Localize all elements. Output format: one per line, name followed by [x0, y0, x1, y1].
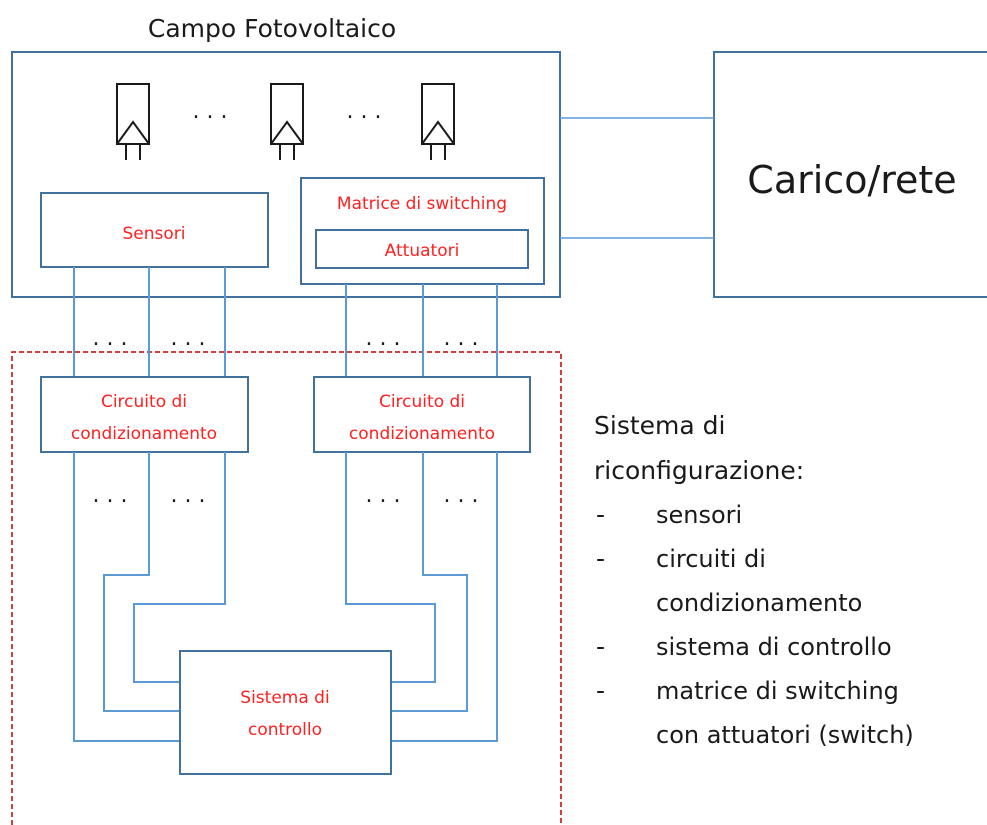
wire-ellipsis: . . .	[366, 483, 401, 508]
control-wires-right	[345, 452, 498, 742]
control-wires-left	[73, 452, 226, 742]
legend-bullet: -	[596, 676, 605, 705]
legend-bullet: -	[596, 500, 605, 529]
legend-item: con attuatori (switch)	[656, 721, 914, 749]
legend-title-line1: Sistema di	[594, 411, 725, 440]
control-label-line1: Sistema di	[240, 688, 329, 708]
legend-bullet: -	[596, 544, 605, 573]
pv-field-box	[11, 51, 561, 298]
diagram-title: Campo Fotovoltaico	[148, 14, 396, 43]
wire-ellipsis: . . .	[366, 326, 401, 351]
switching-matrix-label: Matrice di switching	[337, 194, 507, 214]
sensor-wires	[73, 267, 226, 377]
wire-ellipsis: . . .	[171, 483, 206, 508]
pv-panel-icon	[116, 83, 150, 160]
legend-item: condizionamento	[656, 589, 862, 617]
legend-item: sistema di controllo	[656, 633, 892, 661]
conditioning-label-line2: condizionamento	[349, 424, 495, 444]
load-grid-box	[713, 51, 987, 298]
legend-item: matrice di switching	[656, 677, 899, 705]
wire-ellipsis: . . .	[93, 483, 128, 508]
legend-item: circuiti di	[656, 545, 766, 573]
legend-item: sensori	[656, 501, 742, 529]
conditioning-label-line1: Circuito di	[101, 392, 187, 412]
wire-ellipsis: . . .	[444, 483, 479, 508]
conditioning-label-line1: Circuito di	[379, 392, 465, 412]
sensors-box	[40, 192, 269, 268]
wire-ellipsis: . . .	[444, 326, 479, 351]
actuator-wires	[345, 284, 498, 377]
conditioning-label-line2: condizionamento	[71, 424, 217, 444]
conditioning-circuit-box	[313, 376, 531, 453]
legend-title-line2: riconfigurazione:	[594, 456, 804, 485]
panel-ellipsis: . . .	[347, 99, 382, 124]
pv-panel-icon	[270, 83, 304, 160]
control-system-box	[179, 650, 392, 775]
actuators-label: Attuatori	[385, 241, 460, 261]
wire-ellipsis: . . .	[93, 326, 128, 351]
legend-bullet: -	[596, 632, 605, 661]
pv-panel-icon	[421, 83, 455, 160]
load-grid-label: Carico/rete	[747, 158, 956, 202]
sensors-label: Sensori	[123, 224, 186, 244]
conditioning-circuit-box	[40, 376, 249, 453]
wire-ellipsis: . . .	[171, 326, 206, 351]
actuators-box	[315, 229, 529, 269]
legend: Sistema di riconfigurazione: - sensori -…	[594, 411, 914, 749]
reconfiguration-system-boundary	[11, 351, 562, 825]
control-label-line2: controllo	[248, 720, 322, 740]
panel-ellipsis: . . .	[193, 99, 228, 124]
